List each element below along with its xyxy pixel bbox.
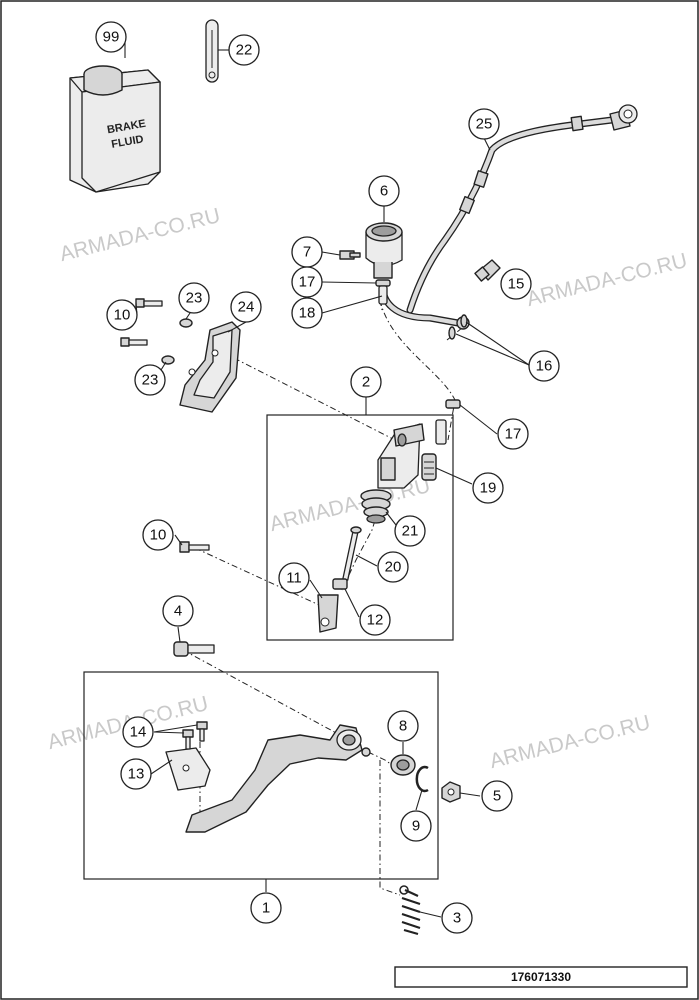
callout-label: 17 [505, 426, 522, 443]
callout-23: 23 [178, 282, 210, 314]
banjo-washers [448, 314, 468, 340]
callout-label: 25 [476, 116, 493, 133]
master-cylinder [377, 423, 425, 489]
callout-label: 15 [508, 276, 525, 293]
callout-13: 13 [120, 758, 152, 790]
callout-label: 18 [299, 305, 316, 322]
callout-label: 6 [380, 183, 388, 200]
callout-16: 16 [528, 350, 560, 382]
callout-label: 3 [453, 910, 461, 927]
callout-label: 12 [367, 612, 384, 629]
callout-label: 2 [362, 374, 370, 391]
callout-label: 4 [174, 603, 182, 620]
callout-label: 7 [303, 244, 311, 261]
callout-14: 14 [122, 716, 154, 748]
callout-24: 24 [230, 291, 262, 323]
callout-17: 17 [497, 418, 529, 450]
callout-20: 20 [377, 551, 409, 583]
callout-12: 12 [359, 604, 391, 636]
reservoir-screw [339, 250, 361, 260]
hose-clamp-lower [435, 399, 461, 445]
callout-8: 8 [387, 710, 419, 742]
callout-4: 4 [162, 595, 194, 627]
hose-clamp-top [375, 279, 391, 305]
callout-label: 10 [114, 307, 131, 324]
callout-9: 9 [400, 810, 432, 842]
callout-10: 10 [106, 299, 138, 331]
callout-21: 21 [394, 515, 426, 547]
pedal-bearing [390, 754, 416, 776]
brake-pedal-group-frame [83, 671, 439, 880]
callout-10: 10 [142, 519, 174, 551]
callout-label: 22 [236, 42, 253, 59]
hose-fitting [474, 259, 501, 282]
callout-label: 5 [493, 788, 501, 805]
callout-label: 8 [399, 718, 407, 735]
callout-7: 7 [291, 236, 323, 268]
callout-99: 99 [95, 21, 127, 53]
pivot-bolt [173, 641, 215, 657]
callout-label: 19 [480, 480, 497, 497]
callout-6: 6 [368, 175, 400, 207]
callout-label: 10 [150, 527, 167, 544]
callout-5: 5 [481, 780, 513, 812]
callout-label: 20 [385, 559, 402, 576]
callout-1: 1 [250, 892, 282, 924]
callout-label: 14 [130, 724, 147, 741]
callout-19: 19 [472, 472, 504, 504]
push-rod-nut [332, 578, 348, 590]
callout-11: 11 [278, 562, 310, 594]
callout-label: 17 [299, 274, 316, 291]
clevis-bolt [179, 541, 210, 553]
callout-label: 24 [238, 299, 255, 316]
callout-label: 11 [286, 570, 302, 587]
pedal-nut [441, 781, 461, 803]
callout-23: 23 [134, 364, 166, 396]
brake-pedal [185, 724, 371, 833]
banjo-bolt [421, 453, 437, 481]
callout-label: 23 [142, 372, 159, 389]
mounting-bolts-upper [120, 298, 193, 365]
callout-15: 15 [500, 268, 532, 300]
clevis [317, 594, 339, 633]
watermark-text: ARMADA-CO.RU [524, 249, 689, 311]
circlip [415, 765, 429, 793]
callout-label: 21 [402, 523, 419, 540]
watermark-text: ARMADA-CO.RU [487, 711, 652, 773]
callout-22: 22 [228, 34, 260, 66]
return-spring [399, 885, 421, 936]
cable-tie [205, 19, 219, 83]
reference-number: 176071330 [511, 970, 571, 984]
push-rod [342, 526, 362, 581]
callout-25: 25 [468, 108, 500, 140]
callout-label: 9 [412, 818, 420, 835]
callout-label: 16 [536, 358, 553, 375]
callout-label: 23 [186, 290, 203, 307]
can-label-line2: FLUID [110, 133, 144, 150]
callout-18: 18 [291, 297, 323, 329]
callout-17: 17 [291, 266, 323, 298]
callout-label: 13 [128, 766, 145, 783]
fluid-reservoir [365, 222, 403, 279]
callout-label: 1 [262, 900, 270, 917]
master-cylinder-group-frame [266, 414, 454, 641]
callout-2: 2 [350, 366, 382, 398]
pedal-stop [165, 721, 211, 791]
cylinder-bracket [179, 321, 241, 413]
brake-fluid-can: BRAKE FLUID [69, 65, 161, 193]
callout-3: 3 [441, 902, 473, 934]
callout-label: 99 [103, 29, 120, 46]
watermark-text: ARMADA-CO.RU [57, 204, 222, 266]
watermarks: ARMADA-CO.RU ARMADA-CO.RU ARMADA-CO.RU A… [45, 204, 689, 773]
reference-number-box: 176071330 [394, 966, 688, 988]
dust-boot [360, 489, 392, 524]
